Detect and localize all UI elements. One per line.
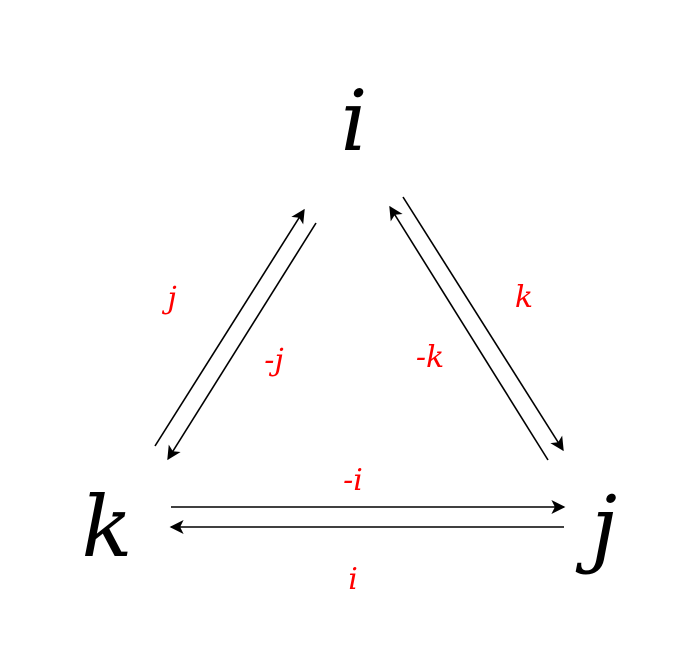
arrow-k-to-i <box>154 208 305 447</box>
label-i-to-k: -j <box>264 343 283 378</box>
label-i-to-j: k <box>515 280 533 315</box>
node-i: i <box>341 72 368 170</box>
node-k: k <box>82 478 133 576</box>
label-j-to-k: i <box>348 562 358 597</box>
arrow-i-to-j <box>402 196 564 452</box>
label-k-to-i: j <box>161 281 176 316</box>
arrow-j-to-i <box>389 205 549 461</box>
arrow-i-to-k <box>167 222 317 461</box>
label-j-to-i: -k <box>416 340 444 375</box>
node-j: j <box>575 478 617 576</box>
label-k-to-j: -i <box>343 463 363 498</box>
